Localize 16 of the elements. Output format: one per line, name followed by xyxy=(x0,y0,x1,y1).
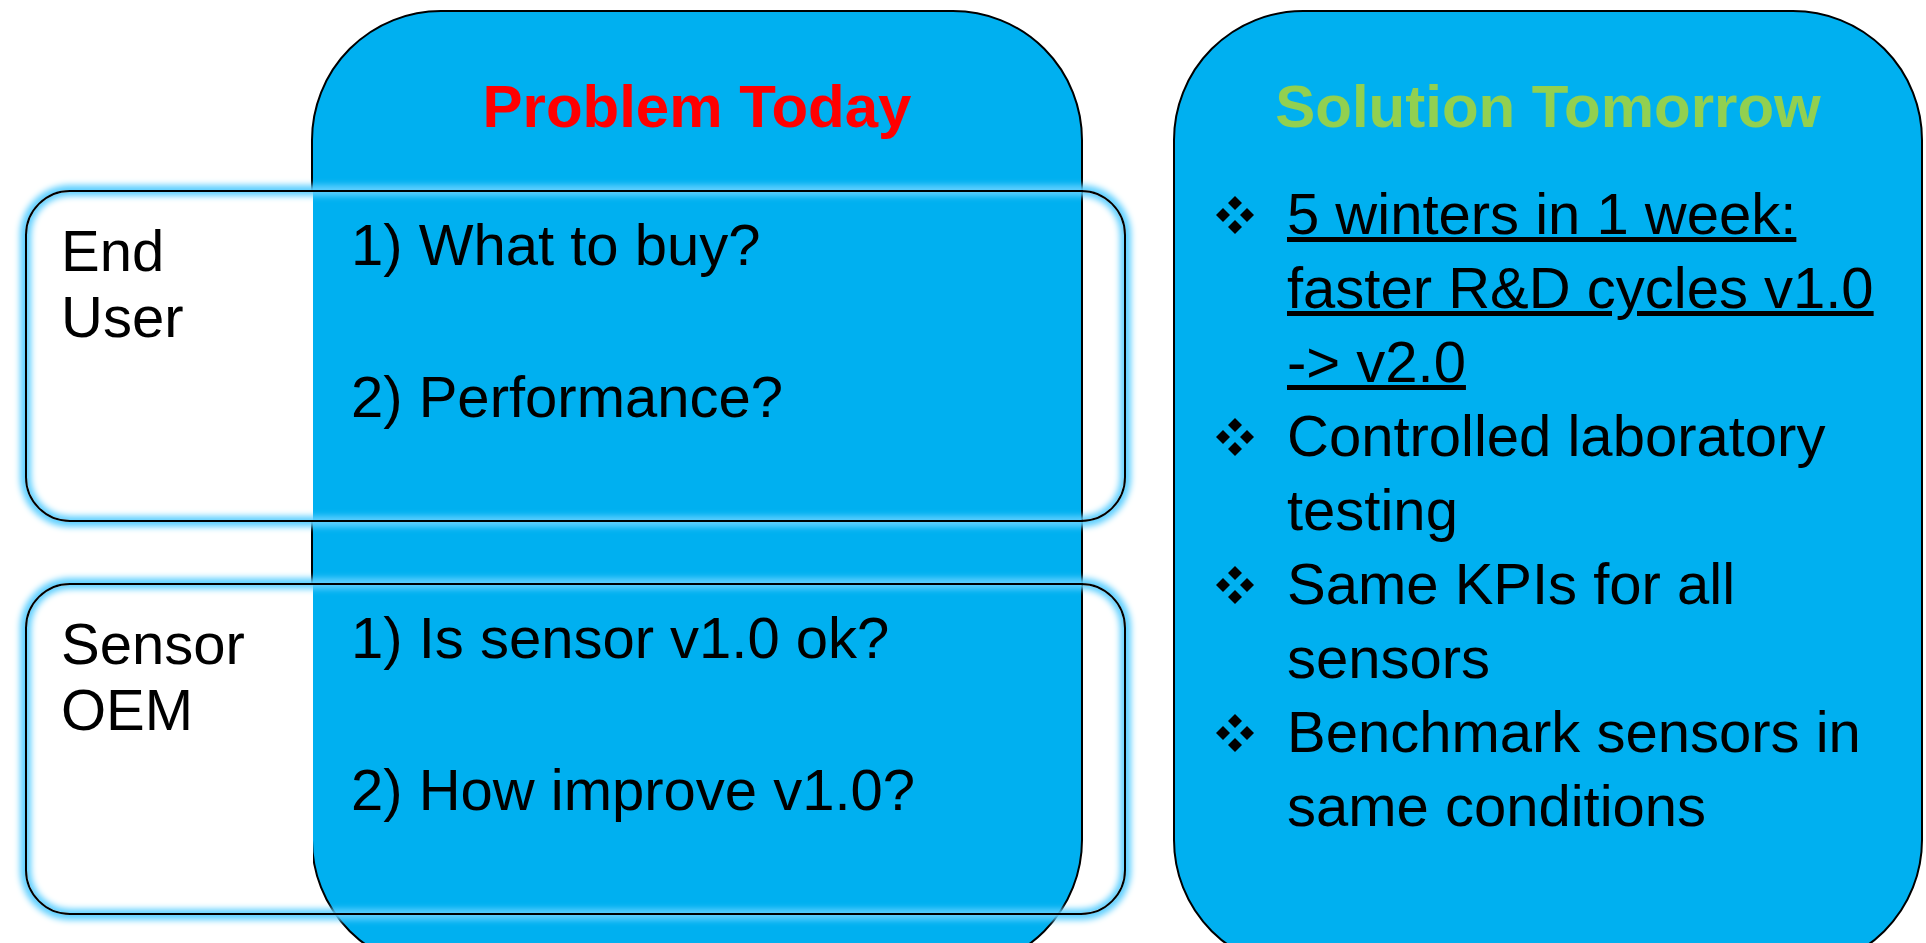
panel-title: Problem Today xyxy=(481,72,913,141)
panel-title: Solution Tomorrow xyxy=(1274,72,1822,141)
bullet-text: Same KPIs for all sensors xyxy=(1287,550,1737,692)
problem-panel xyxy=(311,10,1083,943)
row-label: End User xyxy=(61,218,185,350)
bullet-text: 5 winters in 1 week: faster R&D cycles v1.0 -> v2.0 xyxy=(1287,180,1875,396)
question-text: 2) Performance? xyxy=(351,364,783,430)
bullet-text: Benchmark sensors in same conditions xyxy=(1287,698,1862,840)
solution-panel xyxy=(1173,10,1923,943)
question-text: 1) What to buy? xyxy=(351,212,761,278)
question-text: 1) Is sensor v1.0 ok? xyxy=(351,605,890,671)
bullet-text: Controlled laboratory testing xyxy=(1287,402,1827,544)
question-text: 2) How improve v1.0? xyxy=(351,757,916,823)
row-label: Sensor OEM xyxy=(61,611,246,743)
stakeholder-row-box xyxy=(25,583,1126,915)
stakeholder-row-box xyxy=(25,190,1126,522)
